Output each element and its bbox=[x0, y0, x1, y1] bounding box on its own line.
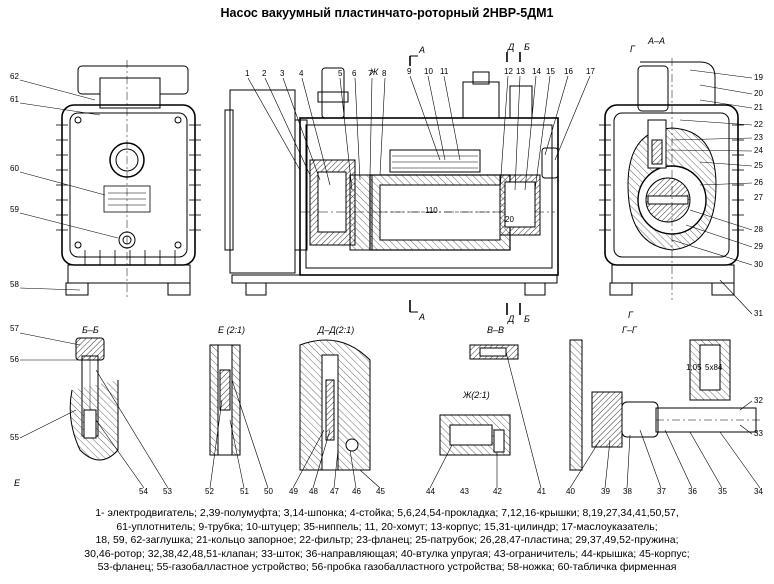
part-number-29: 29 bbox=[754, 242, 763, 251]
part-number-50: 50 bbox=[264, 487, 273, 496]
part-number-51: 51 bbox=[240, 487, 249, 496]
part-number-60: 60 bbox=[10, 164, 19, 173]
part-number-52: 52 bbox=[205, 487, 214, 496]
part-number-2: 2 bbox=[262, 69, 267, 78]
section-b-top-label: Б bbox=[524, 42, 530, 52]
detail-zh-mark: Ж bbox=[369, 67, 379, 77]
view-zh-title: Ж(2:1) bbox=[462, 390, 490, 400]
part-number-46: 46 bbox=[352, 487, 361, 496]
section-g-bottom-label: Г bbox=[628, 310, 634, 320]
part-number-49: 49 bbox=[289, 487, 298, 496]
part-number-58: 58 bbox=[10, 280, 19, 289]
dimension-110: 110 bbox=[425, 206, 438, 215]
left-end-view bbox=[56, 60, 201, 300]
technical-drawing: А А Д Б Д Б А–А Г Г Ж Е Б–Б Е (2:1) Д–Д(… bbox=[10, 36, 763, 496]
view-dd-title: Д–Д(2:1) bbox=[317, 325, 354, 335]
part-number-15: 15 bbox=[546, 67, 555, 76]
legend-line: 1- электродвигатель; 2,39-полумуфта; 3,1… bbox=[95, 507, 679, 519]
legend-line: 61-уплотнитель; 9-трубка; 10-штуцер; 35-… bbox=[116, 520, 658, 533]
part-number-32: 32 bbox=[754, 396, 763, 405]
dimension-labels: 110 20 1,05 5x84 bbox=[425, 206, 723, 372]
main-section-view bbox=[224, 52, 559, 315]
part-number-33: 33 bbox=[754, 429, 763, 438]
part-number-7: 7 bbox=[368, 69, 373, 78]
section-a-top-label: А bbox=[418, 45, 425, 55]
drawing-title: Насос вакуумный пластинчато-роторный 2НВ… bbox=[220, 6, 554, 20]
view-gg-title: Г–Г bbox=[622, 325, 638, 335]
legend-line: 30,46-ротор; 32,38,42,48,51-клапан; 33-ш… bbox=[84, 547, 690, 560]
part-number-45: 45 bbox=[376, 487, 385, 496]
part-number-6: 6 bbox=[352, 69, 357, 78]
part-number-4: 4 bbox=[299, 69, 304, 78]
part-number-22: 22 bbox=[754, 120, 763, 129]
part-number-8: 8 bbox=[382, 69, 387, 78]
part-number-16: 16 bbox=[564, 67, 573, 76]
part-number-14: 14 bbox=[532, 67, 541, 76]
part-number-42: 42 bbox=[493, 487, 502, 496]
section-g-top-label: Г bbox=[630, 44, 636, 54]
part-number-40: 40 bbox=[566, 487, 575, 496]
part-number-28: 28 bbox=[754, 225, 763, 234]
section-d-top-label: Д bbox=[507, 42, 515, 52]
dimension-20: 20 bbox=[505, 215, 514, 224]
part-number-21: 21 bbox=[754, 103, 763, 112]
part-number-19: 19 bbox=[754, 73, 763, 82]
part-number-54: 54 bbox=[139, 487, 148, 496]
section-d-bottom-label: Д bbox=[507, 314, 515, 324]
part-number-57: 57 bbox=[10, 324, 19, 333]
detail-e-mark: Е bbox=[14, 478, 21, 488]
part-number-20: 20 bbox=[754, 89, 763, 98]
part-number-62: 62 bbox=[10, 72, 19, 81]
leader-lines bbox=[19, 69, 761, 489]
part-number-55: 55 bbox=[10, 433, 19, 442]
part-number-48: 48 bbox=[309, 487, 318, 496]
part-number-36: 36 bbox=[688, 487, 697, 496]
part-number-34: 34 bbox=[754, 487, 763, 496]
part-number-37: 37 bbox=[657, 487, 666, 496]
part-number-31: 31 bbox=[754, 309, 763, 318]
part-number-35: 35 bbox=[718, 487, 727, 496]
view-bb-title: Б–Б bbox=[82, 325, 99, 335]
part-number-61: 61 bbox=[10, 95, 19, 104]
part-number-39: 39 bbox=[601, 487, 610, 496]
section-b-bottom-label: Б bbox=[524, 314, 530, 324]
part-number-38: 38 bbox=[623, 487, 632, 496]
detail-views bbox=[69, 337, 760, 471]
part-number-9: 9 bbox=[407, 67, 412, 76]
part-number-23: 23 bbox=[754, 133, 763, 142]
part-number-44: 44 bbox=[426, 487, 435, 496]
parts-legend: 1- электродвигатель; 2,39-полумуфта; 3,1… bbox=[8, 507, 766, 575]
part-number-1: 1 bbox=[245, 69, 250, 78]
part-number-5: 5 bbox=[338, 69, 343, 78]
part-number-11: 11 bbox=[440, 67, 449, 76]
part-number-47: 47 bbox=[330, 487, 339, 496]
view-e-title: Е (2:1) bbox=[218, 325, 245, 335]
part-number-43: 43 bbox=[460, 487, 469, 496]
part-number-30: 30 bbox=[754, 260, 763, 269]
part-number-17: 17 bbox=[586, 67, 595, 76]
part-number-24: 24 bbox=[754, 146, 763, 155]
view-vv-title: В–В bbox=[487, 325, 504, 335]
section-aa-label: А–А bbox=[647, 36, 665, 46]
part-number-13: 13 bbox=[516, 67, 525, 76]
section-a-bottom-label: А bbox=[418, 312, 425, 322]
part-number-41: 41 bbox=[537, 487, 546, 496]
dimension-5x84: 5x84 bbox=[705, 363, 723, 372]
part-number-27: 27 bbox=[754, 193, 763, 202]
legend-line: 53-фланец; 55-газобалластное устройство;… bbox=[97, 561, 677, 574]
part-number-26: 26 bbox=[754, 178, 763, 187]
part-number-59: 59 bbox=[10, 205, 19, 214]
legend-line: 18, 59, 62-заглушка; 21-кольцо запорное;… bbox=[95, 534, 679, 547]
part-number-53: 53 bbox=[163, 487, 172, 496]
section-labels: А А Д Б Д Б А–А Г Г Ж Е Б–Б Е (2:1) Д–Д(… bbox=[14, 36, 665, 488]
part-number-callouts: 62 61 60 59 58 1 2 3 4 5 6 7 8 9 10 11 1… bbox=[10, 67, 763, 496]
part-number-3: 3 bbox=[280, 69, 285, 78]
part-number-12: 12 bbox=[504, 67, 513, 76]
part-number-56: 56 bbox=[10, 355, 19, 364]
part-number-10: 10 bbox=[424, 67, 433, 76]
part-number-25: 25 bbox=[754, 161, 763, 170]
right-end-section bbox=[599, 58, 744, 300]
dimension-1-05: 1,05 bbox=[686, 363, 702, 372]
